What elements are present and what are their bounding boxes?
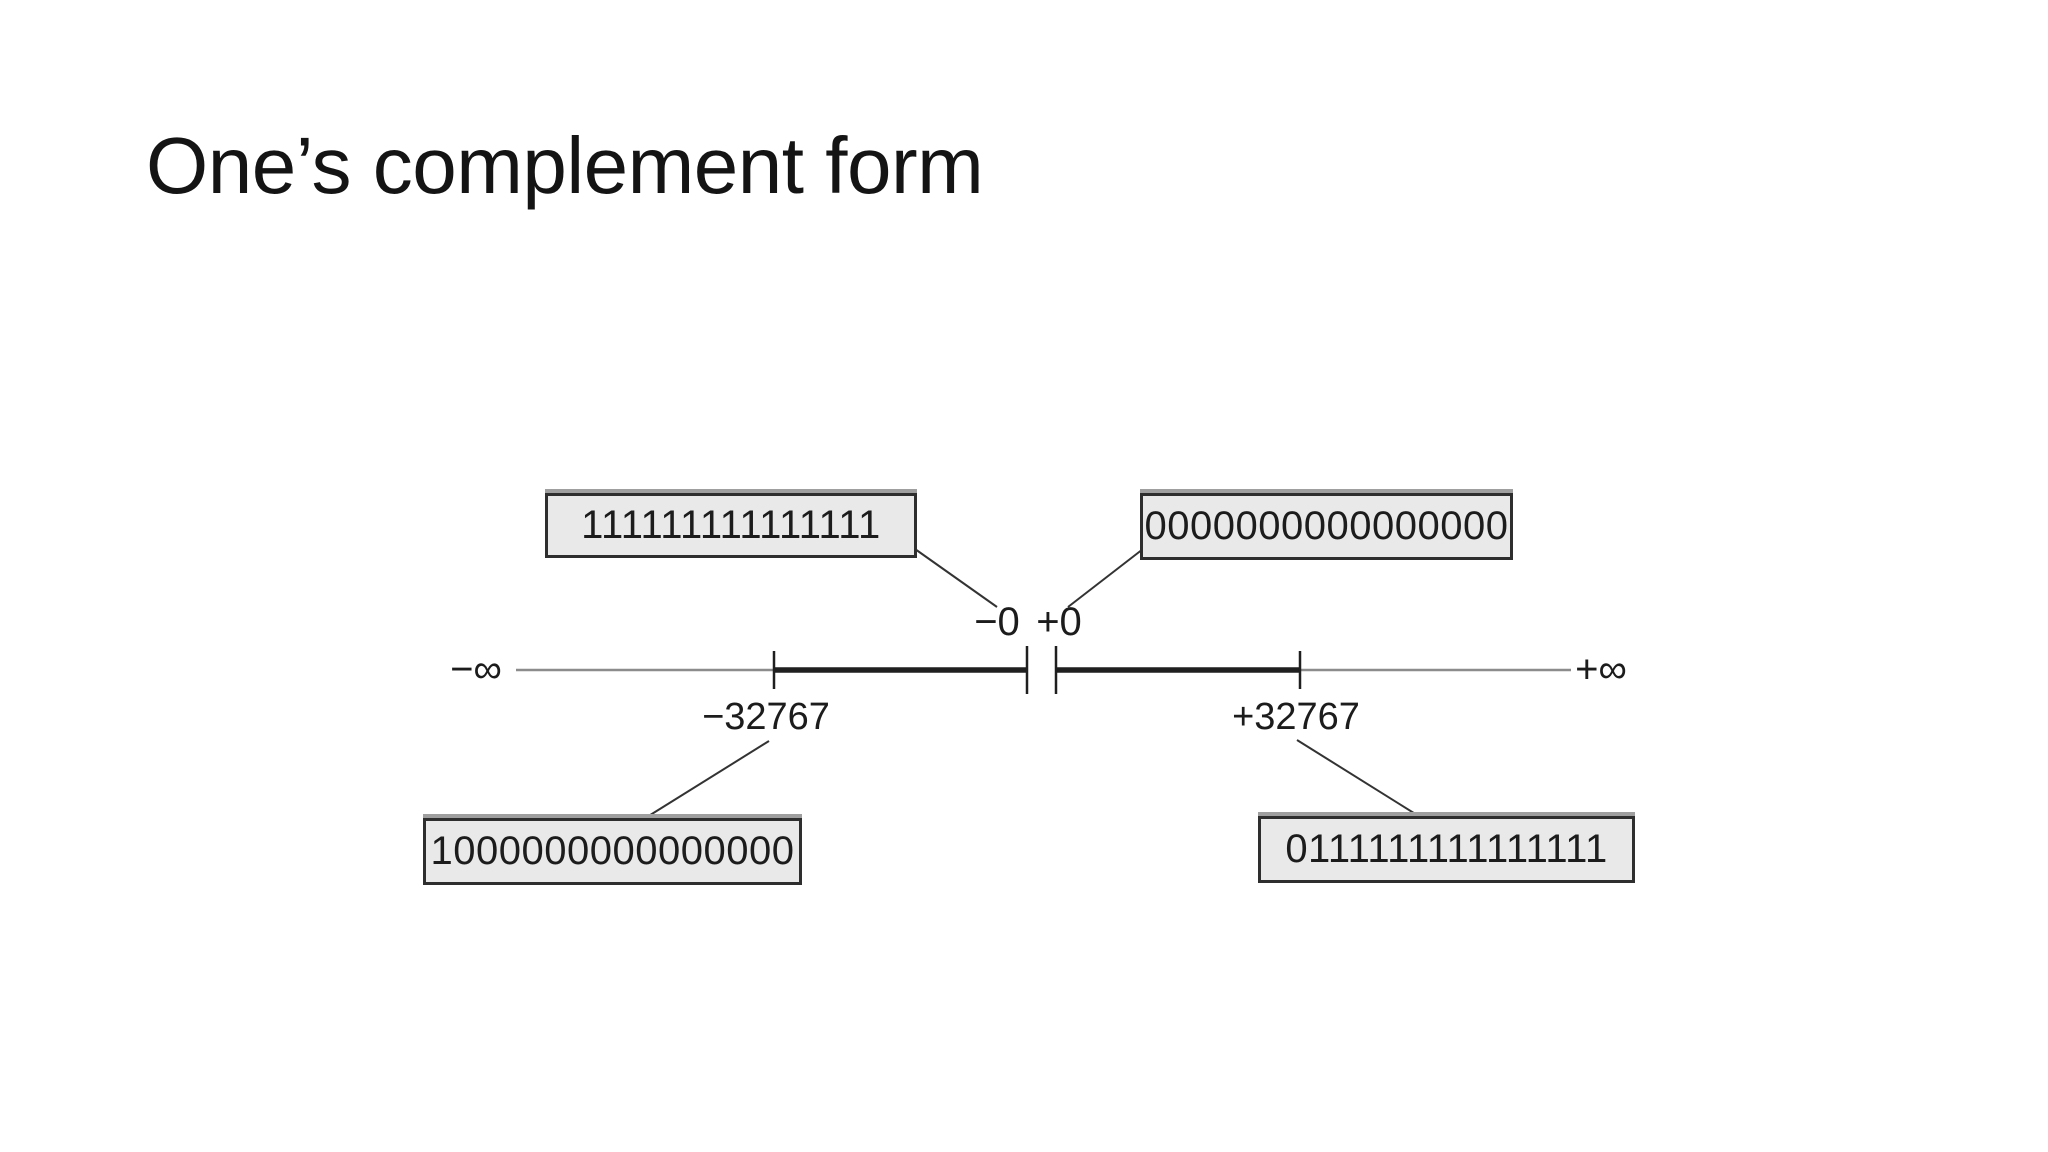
binary-box-pos-max: 0111111111111111	[1258, 816, 1635, 883]
label-pos-infinity: +∞	[1575, 647, 1627, 692]
binary-box-neg-max: 1000000000000000	[423, 818, 802, 885]
binary-box-neg-zero: 111111111111111	[545, 493, 917, 558]
connector-pos-zero	[1067, 548, 1144, 608]
label-neg-max: −32767	[702, 696, 830, 738]
label-pos-max: +32767	[1232, 696, 1360, 738]
label-pos-zero: +0	[1036, 600, 1082, 644]
label-neg-zero: −0	[974, 600, 1020, 644]
slide-title: One’s complement form	[146, 121, 984, 210]
connector-pos-max	[1296, 739, 1418, 816]
connector-neg-zero	[914, 548, 998, 608]
binary-box-pos-zero: 0000000000000000	[1140, 493, 1513, 560]
label-neg-infinity: −∞	[450, 647, 502, 692]
connector-neg-max	[646, 740, 770, 818]
